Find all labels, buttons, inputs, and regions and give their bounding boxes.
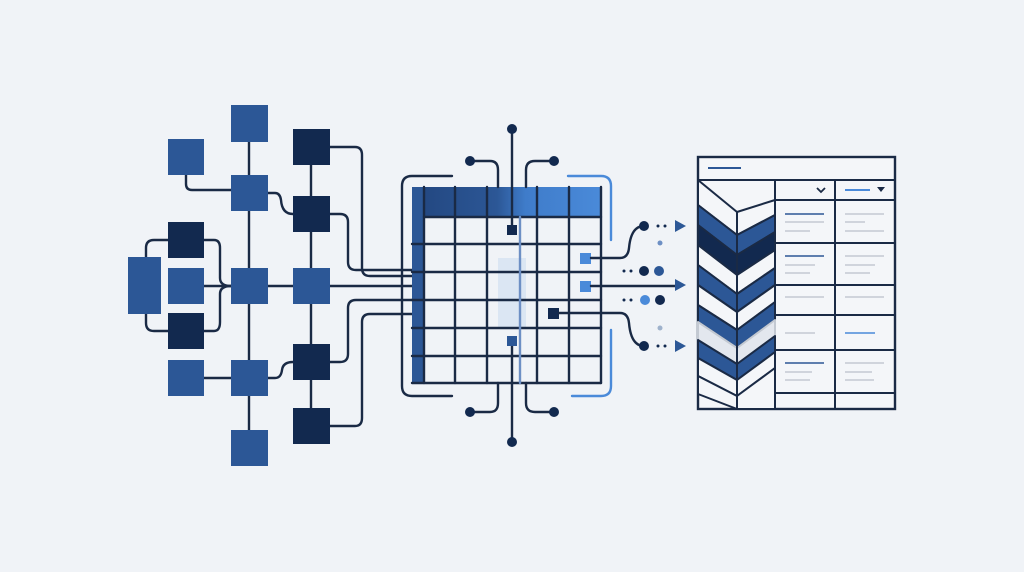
shape [422, 185, 603, 385]
shape [468, 159, 500, 189]
node [231, 268, 268, 304]
node [293, 268, 330, 304]
shape [144, 238, 170, 259]
output-table [696, 155, 897, 411]
grid-marker [548, 308, 559, 319]
shape [640, 295, 650, 305]
shape [657, 325, 663, 331]
shape [785, 264, 815, 274]
grid-marker [507, 336, 517, 346]
node [231, 105, 268, 142]
arrow-icon [675, 279, 686, 291]
node [293, 196, 330, 232]
node [168, 360, 204, 396]
grid-header-row [412, 187, 601, 217]
shape [144, 312, 170, 333]
shape [639, 266, 649, 276]
node [168, 268, 204, 304]
node [293, 344, 330, 380]
shape [410, 215, 603, 385]
shape [629, 269, 633, 273]
shape [845, 362, 884, 381]
shape [328, 298, 414, 364]
arrow-icon [675, 220, 686, 232]
shape [655, 295, 665, 305]
output-flows [557, 220, 686, 352]
shape [775, 199, 895, 394]
node [168, 139, 204, 175]
node [231, 175, 268, 211]
node-dot [465, 407, 475, 417]
shape [657, 240, 663, 246]
node [231, 430, 268, 466]
left-bracket [400, 174, 454, 398]
shape [202, 238, 233, 288]
shape [589, 224, 646, 260]
grid-highlight [498, 258, 526, 328]
right-bracket [566, 174, 613, 398]
node [293, 129, 330, 165]
shape [654, 266, 664, 276]
shape [845, 213, 884, 232]
shape [785, 371, 812, 381]
matrix-grid [400, 124, 613, 447]
shape [266, 360, 295, 380]
grid-marker [507, 225, 517, 235]
node-dot [549, 407, 559, 417]
shape [785, 221, 824, 232]
node [293, 408, 330, 444]
shape [663, 224, 667, 228]
chevron-down-icon[interactable] [816, 187, 826, 194]
group [468, 127, 556, 444]
node [168, 313, 204, 349]
grid-index-column [412, 187, 424, 383]
shape [622, 269, 626, 273]
shape [468, 381, 500, 414]
network-nodes [128, 105, 330, 466]
group [465, 124, 559, 447]
shape [202, 284, 233, 333]
arrow-icon [675, 340, 686, 352]
shape [266, 191, 295, 216]
node [231, 360, 268, 396]
node-dot [465, 156, 475, 166]
grid-marker [580, 253, 591, 264]
node-dot [549, 156, 559, 166]
node-dot [507, 437, 517, 447]
shape [184, 173, 234, 192]
shape [656, 344, 660, 348]
chevron-down-icon[interactable] [877, 187, 885, 192]
shape [639, 341, 649, 351]
shape [656, 224, 660, 228]
node-dot [507, 124, 517, 134]
folded-rows [697, 179, 776, 410]
shape [629, 298, 633, 302]
group [557, 224, 678, 348]
shape [524, 159, 556, 189]
shape [328, 312, 414, 428]
shape [328, 145, 414, 278]
grid-marker [580, 281, 591, 292]
shape [622, 298, 626, 302]
shape [524, 381, 556, 414]
shape [663, 344, 667, 348]
group [785, 213, 884, 381]
node [128, 257, 161, 314]
shape [639, 221, 649, 231]
shape [328, 212, 414, 272]
group [622, 221, 667, 351]
shape [845, 255, 884, 274]
node [168, 222, 204, 258]
shape [557, 311, 646, 348]
